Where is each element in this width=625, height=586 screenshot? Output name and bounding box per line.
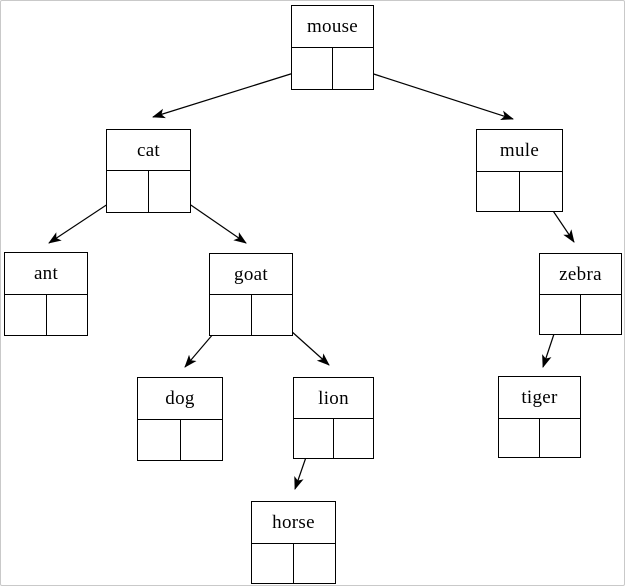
tree-node-zebra: zebra — [539, 253, 622, 335]
node-label-lion: lion — [294, 378, 373, 419]
tree-node-mule: mule — [476, 129, 563, 212]
left-pointer-cell-lion — [294, 419, 334, 458]
pointer-cells-tiger — [499, 419, 580, 457]
tree-node-tiger: tiger — [498, 376, 581, 458]
tree-node-cat: cat — [106, 129, 191, 213]
tree-node-goat: goat — [209, 253, 293, 336]
pointer-cells-mouse — [292, 48, 373, 89]
left-pointer-cell-cat — [107, 171, 149, 212]
node-label-mouse: mouse — [292, 6, 373, 48]
right-pointer-cell-goat — [252, 295, 293, 335]
pointer-arrow-mouse-mule — [351, 66, 514, 120]
node-label-dog: dog — [138, 378, 222, 420]
right-pointer-cell-mule — [520, 172, 562, 211]
node-label-goat: goat — [210, 254, 292, 295]
pointer-cells-ant — [5, 295, 87, 335]
node-label-horse: horse — [252, 502, 335, 544]
tree-node-ant: ant — [4, 252, 88, 336]
left-pointer-cell-tiger — [499, 419, 540, 457]
node-label-cat: cat — [107, 130, 190, 171]
right-pointer-cell-ant — [47, 295, 88, 335]
pointer-cells-cat — [107, 171, 190, 212]
right-pointer-cell-cat — [149, 171, 190, 212]
right-pointer-cell-zebra — [581, 295, 621, 334]
right-pointer-cell-dog — [181, 420, 223, 460]
tree-node-mouse: mouse — [291, 5, 374, 90]
left-pointer-cell-horse — [252, 544, 294, 583]
left-pointer-cell-mule — [477, 172, 520, 211]
pointer-cells-dog — [138, 420, 222, 460]
pointer-cells-mule — [477, 172, 562, 211]
pointer-cells-goat — [210, 295, 292, 335]
right-pointer-cell-horse — [294, 544, 335, 583]
left-pointer-cell-ant — [5, 295, 47, 335]
left-pointer-cell-goat — [210, 295, 252, 335]
pointer-cells-zebra — [540, 295, 621, 334]
node-label-zebra: zebra — [540, 254, 621, 295]
tree-node-horse: horse — [251, 501, 336, 584]
right-pointer-cell-mouse — [333, 48, 373, 89]
left-pointer-cell-zebra — [540, 295, 581, 334]
node-label-mule: mule — [477, 130, 562, 172]
tree-node-lion: lion — [293, 377, 374, 459]
node-label-ant: ant — [5, 253, 87, 295]
pointer-arrow-mouse-cat — [152, 66, 314, 119]
left-pointer-cell-dog — [138, 420, 181, 460]
pointer-cells-lion — [294, 419, 373, 458]
right-pointer-cell-tiger — [540, 419, 580, 457]
tree-node-dog: dog — [137, 377, 223, 461]
pointer-cells-horse — [252, 544, 335, 583]
left-pointer-cell-mouse — [292, 48, 333, 89]
node-label-tiger: tiger — [499, 377, 580, 419]
right-pointer-cell-lion — [334, 419, 373, 458]
